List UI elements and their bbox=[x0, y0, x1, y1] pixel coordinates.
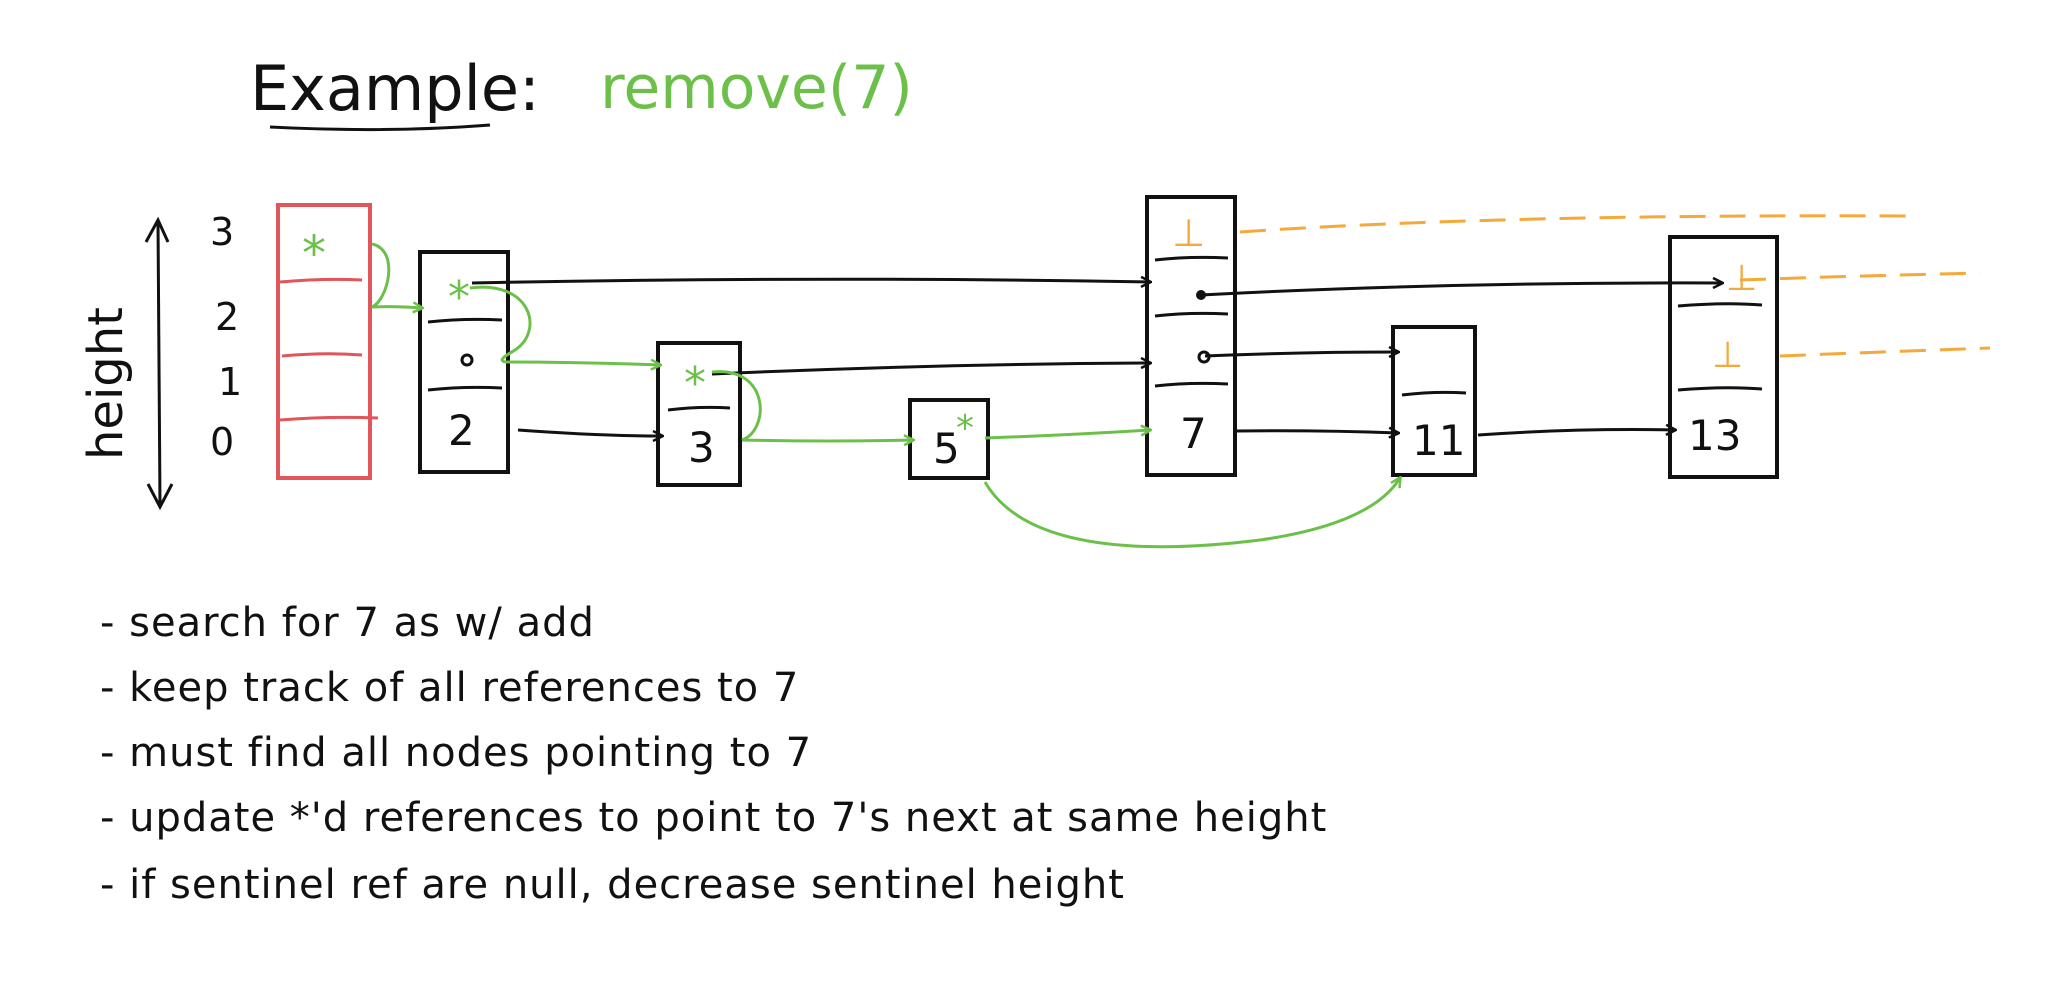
node-2-label: 2 bbox=[448, 406, 475, 455]
node-11: 11 bbox=[1391, 325, 1477, 477]
axis-level-3: 3 bbox=[210, 210, 234, 254]
null-ref-13-level-1 bbox=[1779, 346, 1991, 358]
green-3-to-5 bbox=[741, 440, 913, 441]
pointer-11-to-13-level-0 bbox=[1477, 430, 1675, 437]
node-7-label: 7 bbox=[1180, 409, 1207, 458]
node-2: * 2 bbox=[418, 250, 510, 474]
title-prefix: Example: bbox=[250, 52, 540, 125]
sentinel-node: * bbox=[276, 203, 379, 480]
note-3: - must find all nodes pointing to 7 bbox=[100, 730, 813, 776]
node-7-null: ⊥ bbox=[1172, 211, 1205, 255]
null-ref-7-level-3 bbox=[1239, 214, 1911, 234]
green-2-down bbox=[469, 285, 532, 364]
note-4: - update *'d references to point to 7's … bbox=[100, 795, 1328, 841]
note-1: - search for 7 as w/ add bbox=[100, 600, 595, 646]
pointer-2-to-7-level-2 bbox=[471, 279, 1150, 283]
node-13-null-1: ⊥ bbox=[1712, 335, 1743, 376]
axis-arrow-down bbox=[146, 483, 174, 511]
note-5: - if sentinel ref are null, decrease sen… bbox=[100, 862, 1125, 908]
pointer-7-to-11-level-0 bbox=[1234, 431, 1398, 433]
node-3: * 3 bbox=[656, 341, 742, 487]
pointer-3-to-7-level-1 bbox=[711, 363, 1150, 376]
sentinel-star: * bbox=[302, 226, 326, 282]
node-2-ref-dot bbox=[460, 353, 474, 367]
node-2-star: * bbox=[448, 272, 470, 323]
axis-arrow-line bbox=[156, 221, 162, 506]
pointer-2-to-3-level-0 bbox=[517, 428, 662, 436]
title-operation: remove(7) bbox=[600, 53, 913, 123]
green-5-to-7 bbox=[984, 430, 1150, 440]
node-13: ⊥ ⊥ 13 bbox=[1668, 235, 1779, 479]
node-5-label: 5 bbox=[933, 424, 960, 473]
axis-level-1: 1 bbox=[218, 360, 242, 404]
green-3-down bbox=[711, 370, 762, 442]
node-3-star: * bbox=[684, 358, 706, 409]
axis-label: height bbox=[78, 307, 134, 460]
green-sentinel-to-2 bbox=[371, 242, 422, 308]
node-11-label: 11 bbox=[1412, 416, 1465, 465]
forward-pointers bbox=[471, 279, 1722, 437]
null-ref-13-level-2 bbox=[1739, 271, 1981, 282]
green-2-to-3 bbox=[504, 362, 660, 365]
title-underline bbox=[269, 123, 491, 132]
note-2: - keep track of all references to 7 bbox=[100, 665, 800, 711]
green-5-to-11-relink bbox=[983, 478, 1400, 549]
node-3-label: 3 bbox=[688, 423, 715, 472]
null-references bbox=[1239, 214, 1991, 358]
node-5: 5 * bbox=[908, 398, 990, 480]
remove-search-path bbox=[371, 242, 1400, 549]
axis-level-0: 0 bbox=[210, 420, 234, 464]
pointer-7-to-11-level-1 bbox=[1204, 352, 1398, 356]
node-7: ⊥ 7 bbox=[1145, 195, 1237, 477]
node-13-label: 13 bbox=[1688, 411, 1741, 460]
axis-level-2: 2 bbox=[215, 295, 239, 339]
pointer-7-to-13-level-2 bbox=[1200, 283, 1722, 297]
axis-arrow-up bbox=[144, 216, 170, 243]
node-5-star: * bbox=[956, 408, 974, 449]
